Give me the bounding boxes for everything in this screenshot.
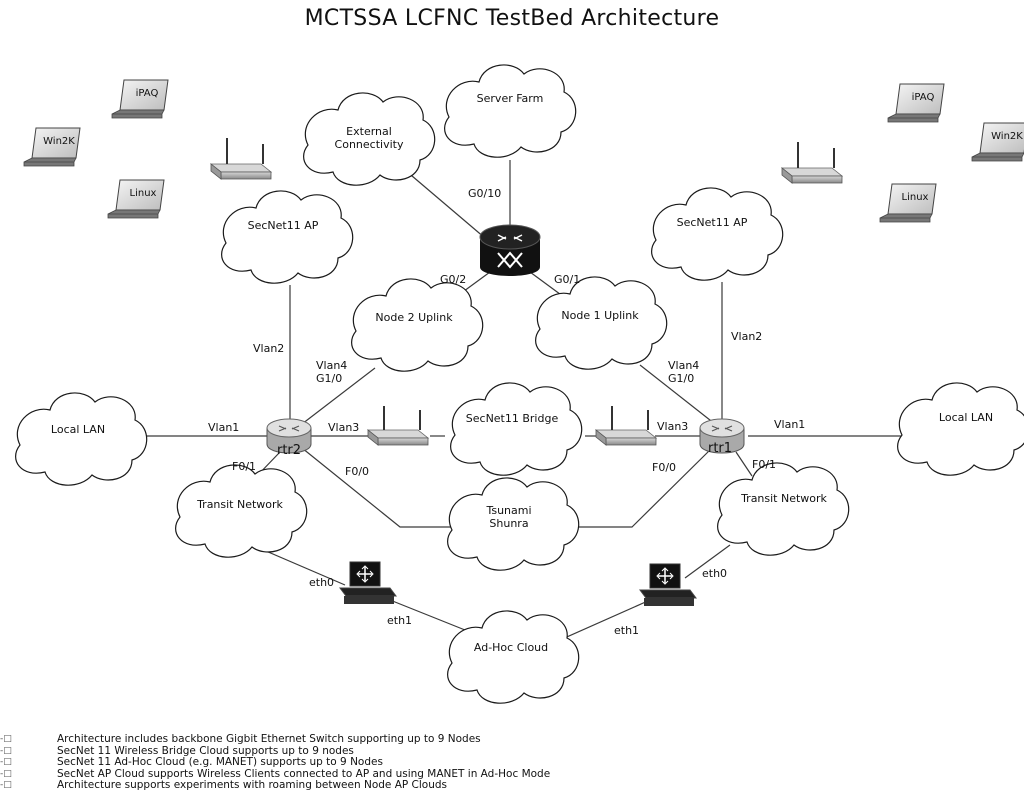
access-point-icon — [366, 406, 430, 446]
access-point-icon — [209, 138, 273, 180]
edge-label-eth0-right: eth0 — [702, 567, 727, 580]
laptop-icon — [107, 179, 165, 219]
edge-label-f0-1-left: F0/1 — [232, 460, 256, 473]
cloud-transit-network-left — [175, 464, 308, 558]
laptop-label-win2k-right: Win2K — [991, 131, 1023, 142]
cloud-local-lan-right — [897, 382, 1024, 476]
cloud-label-secnet11-ap-left: SecNet11 AP — [248, 219, 319, 232]
laptop-icon — [111, 79, 169, 119]
note-item: -□ SecNet AP Cloud supports Wireless Cli… — [0, 767, 1024, 781]
link-nodeleft-adhoc — [384, 597, 466, 631]
access-point-icon — [780, 142, 844, 184]
diagram-title: MCTSSA LCFNC TestBed Architecture — [304, 6, 720, 31]
note-text: Architecture includes backbone Gigbit Et… — [57, 733, 481, 745]
link-transitright-noderight — [684, 544, 731, 579]
note-bullet: -□ — [0, 757, 12, 768]
edge-label-vlan3-right: Vlan3 — [657, 420, 688, 433]
cloud-label-node2-uplink: Node 2 Uplink — [375, 311, 453, 324]
edge-label-f0-1-right: F0/1 — [752, 458, 776, 471]
edge-label-vlan1-right: Vlan1 — [774, 418, 805, 431]
link-tsunami-rtr1 — [570, 447, 713, 528]
cloud-label-local-lan-right: Local LAN — [939, 411, 993, 424]
cloud-local-lan-left — [15, 392, 148, 486]
connection-lines — [140, 160, 905, 641]
cloud-external-connectivity — [303, 92, 436, 186]
notes-list: -□ Architecture includes backbone Gigbit… — [0, 733, 1024, 792]
link-rtr2-tsunami — [301, 447, 455, 528]
note-text: SecNet AP Cloud supports Wireless Client… — [57, 767, 551, 780]
cloud-node2-uplink — [351, 278, 484, 372]
note-text: SecNet 11 Ad-Hoc Cloud (e.g. MANET) supp… — [57, 756, 383, 769]
note-bullet: -□ — [0, 780, 12, 791]
note-item: -□ Architecture includes backbone Gigbit… — [0, 733, 1024, 746]
note-bullet: -□ — [0, 745, 12, 756]
cloud-label-secnet11-bridge: SecNet11 Bridge — [466, 412, 559, 425]
clouds — [15, 64, 1024, 704]
laptop-icon — [971, 122, 1024, 162]
core-switch-icon — [479, 224, 541, 276]
laptop-label-linux-right: Linux — [902, 192, 929, 203]
router-label-rtr2: rtr2 — [277, 443, 301, 458]
router-rtr2-icon — [266, 418, 312, 454]
cloud-secnet11-ap-right — [651, 187, 784, 281]
edge-label-g0-2: G0/2 — [440, 273, 466, 286]
node-workstation-icon — [339, 561, 397, 604]
note-item: -□ Architecture supports experiments wit… — [0, 780, 1024, 792]
link-external-switch — [404, 169, 486, 239]
laptop-label-ipaq-right: iPAQ — [912, 92, 935, 103]
edge-label-eth1-left: eth1 — [387, 614, 412, 627]
laptop-label-linux-left: Linux — [130, 188, 157, 199]
access-point-icon — [594, 406, 658, 446]
cloud-label-adhoc: Ad-Hoc Cloud — [474, 641, 548, 654]
edge-label-g0-10: G0/10 — [468, 187, 501, 200]
cloud-secnet11-bridge — [450, 382, 583, 476]
note-text: Architecture supports experiments with r… — [57, 779, 448, 792]
cloud-label-local-lan-left: Local LAN — [51, 423, 105, 436]
cloud-secnet11-ap-left — [221, 190, 354, 284]
edge-label-vlan1-left: Vlan1 — [208, 421, 239, 434]
link-node1-rtr1 — [639, 364, 716, 425]
edge-label-f0-0-left: F0/0 — [345, 465, 369, 478]
note-bullet: -□ — [0, 768, 12, 779]
laptop-icon — [23, 127, 81, 167]
laptop-label-ipaq-left: iPAQ — [136, 88, 159, 99]
cloud-server-farm — [444, 64, 577, 158]
laptop-icon — [887, 83, 945, 123]
edge-label-g0-1: G0/1 — [554, 273, 580, 286]
router-label-rtr1: rtr1 — [708, 441, 732, 456]
router-rtr1-icon — [699, 418, 745, 454]
cloud-transit-network-right — [717, 462, 850, 556]
note-text: SecNet 11 Wireless Bridge Cloud supports… — [57, 744, 354, 757]
edge-label-vlan3-left: Vlan3 — [328, 421, 359, 434]
cloud-node1-uplink — [535, 276, 668, 370]
cloud-label-secnet11-ap-right: SecNet11 AP — [677, 216, 748, 229]
edge-label-f0-0-right: F0/0 — [652, 461, 676, 474]
cloud-label-transit-network-right: Transit Network — [740, 492, 827, 505]
link-node2-rtr2 — [301, 367, 376, 425]
edge-label-vlan2-right: Vlan2 — [731, 330, 762, 343]
cloud-tsunami-shunra — [447, 477, 580, 571]
edge-label-eth0-left: eth0 — [309, 576, 334, 589]
note-item: -□ SecNet 11 Ad-Hoc Cloud (e.g. MANET) s… — [0, 757, 1024, 769]
note-item: -□ SecNet 11 Wireless Bridge Cloud suppo… — [0, 744, 1024, 758]
cloud-label-server-farm: Server Farm — [477, 92, 544, 105]
edge-label-vlan2-left: Vlan2 — [253, 342, 284, 355]
node-workstation-icon — [639, 563, 697, 606]
laptop-label-win2k-left: Win2K — [43, 136, 75, 147]
cloud-adhoc — [447, 610, 580, 704]
cloud-label-transit-network-left: Transit Network — [196, 498, 283, 511]
laptop-icon — [879, 183, 937, 223]
edge-label-eth1-right: eth1 — [614, 624, 639, 637]
link-rtr1-transitright — [735, 451, 753, 477]
cloud-label-node1-uplink: Node 1 Uplink — [561, 309, 639, 322]
link-noderight-adhoc — [559, 599, 651, 641]
note-bullet: -□ — [0, 734, 12, 744]
